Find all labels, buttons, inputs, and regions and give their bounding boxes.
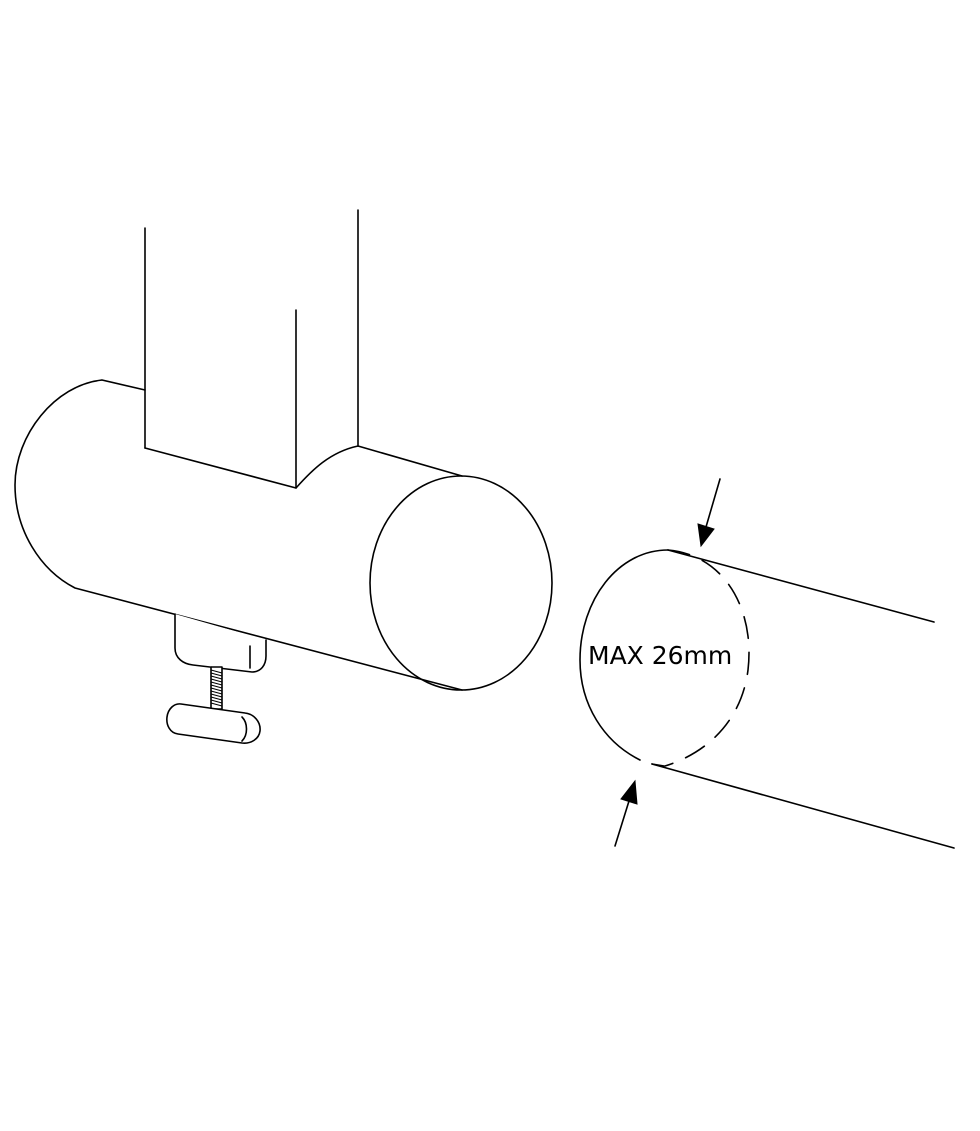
tube-bottom-edge	[651, 763, 955, 849]
tube-end-front	[579, 549, 669, 761]
clamp-saddle-edge	[144, 445, 463, 489]
screw-thread	[210, 666, 223, 710]
clamp-end-face	[369, 475, 553, 691]
tube-end-tick	[651, 763, 665, 767]
dimension-arrow-top	[697, 478, 721, 548]
tube-end-hidden	[664, 549, 750, 767]
dimension-label: MAX 26mm	[588, 641, 732, 670]
t-handle-cap-line	[241, 716, 248, 742]
clamp-assembly	[14, 209, 553, 744]
clamp-body-outline	[14, 379, 463, 691]
t-handle	[166, 703, 261, 744]
clamp-bracket	[174, 613, 267, 673]
tube-top-edge	[667, 549, 935, 623]
tube-assembly	[579, 549, 955, 849]
dimension-arrow-bottom	[614, 779, 638, 847]
